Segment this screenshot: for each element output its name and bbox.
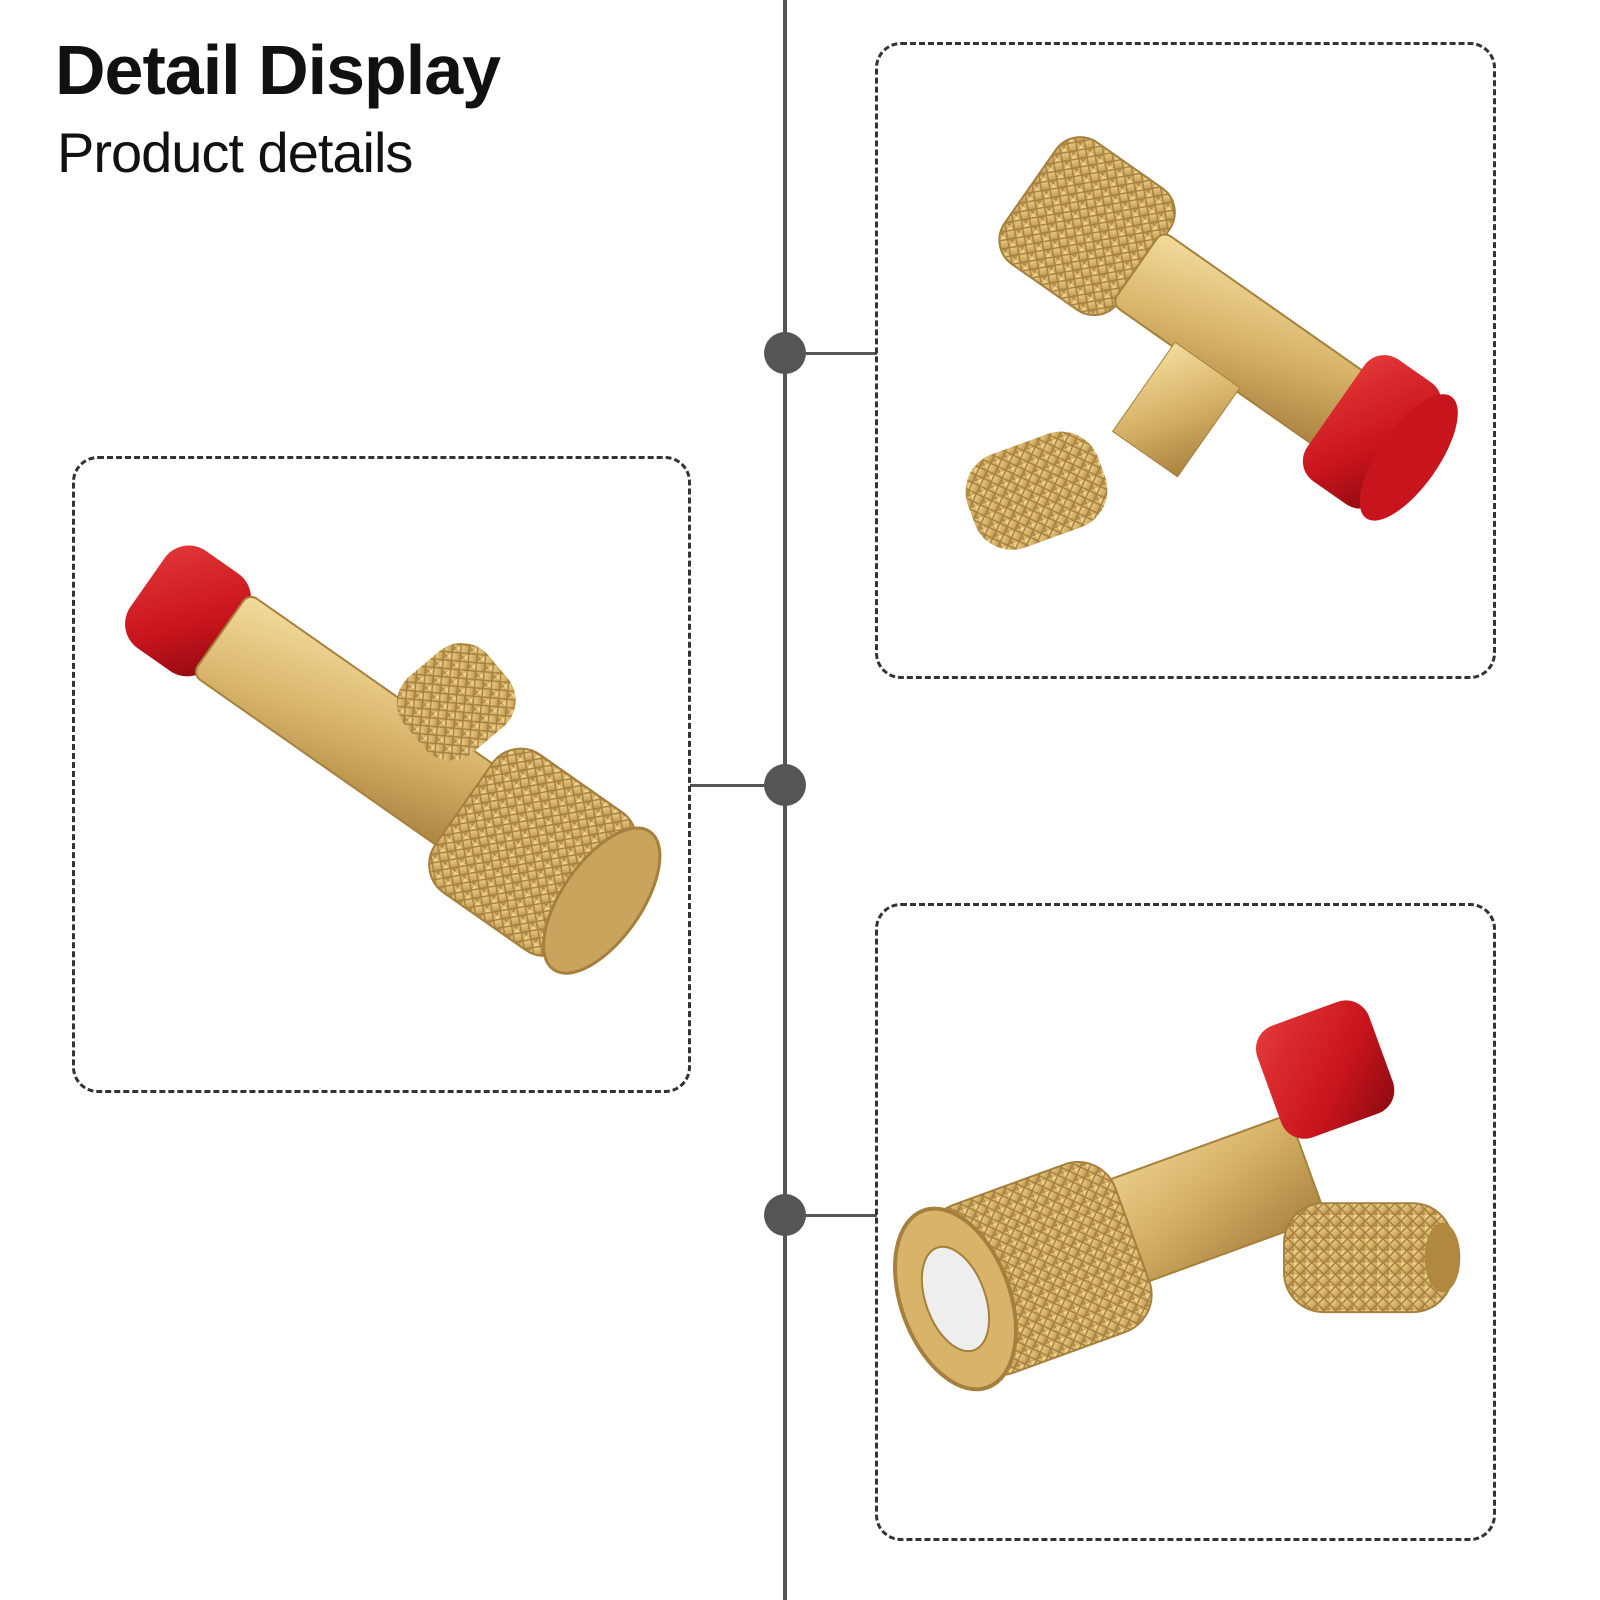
- connector-line: [690, 784, 770, 787]
- detail-image-frame-top: [875, 42, 1496, 679]
- page-title: Detail Display: [55, 31, 501, 109]
- valve-top-view-image: [965, 136, 1458, 550]
- valve-front-view-image: [893, 1000, 1461, 1392]
- detail-image-frame-left: [72, 456, 691, 1093]
- connector-line: [800, 1214, 877, 1217]
- connector-dot: [764, 1194, 806, 1236]
- connector-dot: [764, 764, 806, 806]
- detail-image-frame-bottom: [875, 903, 1496, 1541]
- connector-dot: [764, 332, 806, 374]
- valve-side-view-image: [125, 545, 662, 975]
- connector-line: [800, 352, 877, 355]
- page-subtitle: Product details: [57, 121, 413, 184]
